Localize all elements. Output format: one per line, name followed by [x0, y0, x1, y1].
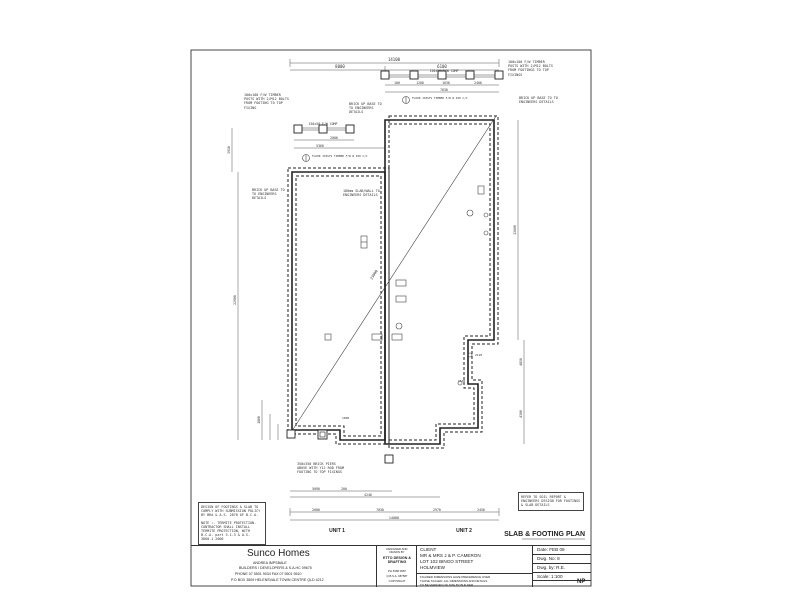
dim-bot-overall-b: 7030: [376, 508, 384, 512]
dim-bot-c: 200: [341, 487, 347, 491]
unit-1-label: UNIT 1: [329, 528, 345, 534]
client-suburb: HOLMVIEW: [420, 565, 446, 570]
client-lot: LOT 102 BINGO STREET: [420, 559, 474, 564]
dim-left-v2: 22900: [233, 295, 237, 305]
designer-phone: PH 5368 0987: [388, 569, 406, 573]
dim-right-v3: 4300: [519, 410, 523, 418]
drawing-date: Date: FEB 09: [537, 547, 565, 552]
dim-bot-b: 4240: [364, 493, 372, 497]
dim-in-c: 1000: [342, 416, 349, 420]
dim-top-left: 8000: [335, 64, 345, 69]
top-dimensions: 14100 8000 6100 150x50 F/W COMP 100 1200…: [289, 57, 500, 93]
client-label: CLIENT: [420, 547, 437, 552]
dim-upper-c: 1630: [442, 81, 450, 85]
dim-top-right: 6100: [437, 64, 447, 69]
designer-name: ETTO DESIGN & DRAFTING: [383, 556, 411, 564]
dim-in-b: 1630: [458, 379, 465, 383]
dim-top-overall: 14100: [388, 57, 401, 62]
dim-left-v1: 3910: [227, 146, 231, 154]
building-outline: [287, 115, 499, 449]
bottom-dimensions: 5090 200 4240 2600 7030 2970 2450 14000: [289, 487, 500, 521]
note-termite: NOTE :- TERMITE PROTECTION. CONTRACTOR S…: [201, 520, 257, 542]
beam-label-left: 150x50 F/W COMP: [309, 122, 338, 126]
dim-upper-d: 2400: [474, 81, 482, 85]
left-porch-posts: 150x50 F/W COMP 2000 5360: [293, 122, 385, 149]
post: [494, 70, 504, 80]
disclaimer-box: FIGURED DIMENSIONS HAVE PREFERENCE OVER …: [417, 573, 532, 588]
company-role: BUILDERS / DEVELOPERS & S.A.HC 09675: [239, 566, 312, 570]
client-name: MR & MRS J & P. CAMERON: [420, 553, 481, 558]
note-brick-left: BRICK UP BASE TO TO ENGINEERS DETAILS: [252, 188, 285, 201]
title-client-cell: CLIENT MR & MRS J & P. CAMERON LOT 102 B…: [417, 546, 533, 587]
designer-header: DESIGNED AND DRAWN BY: [386, 547, 408, 555]
interior-fixtures: [324, 185, 489, 386]
dim-mid-a: 5360: [316, 144, 324, 148]
post: [293, 124, 303, 134]
company-name: Sunco Homes: [247, 548, 310, 559]
dim-bot-a: 5090: [312, 487, 320, 491]
note-dropslab: 180mm SLAB/WALL TO ENGINEERS DETAILS: [343, 189, 380, 198]
dim-in-a: 2000: [330, 136, 338, 140]
note-posts-right: 100x100 F/W TIMBER POSTS WITH 2/M12 BOLT…: [508, 60, 553, 77]
dim-mid-b: 7630: [440, 88, 448, 92]
title-block: Sunco Homes ANDREA IMPSBALE BUILDERS / D…: [191, 545, 591, 587]
title-company-cell: Sunco Homes ANDREA IMPSBALE BUILDERS / D…: [191, 546, 377, 587]
dim-bot-overall-d: 2450: [477, 508, 485, 512]
note-soil: REFER TO SOIL REPORT & ENGINEERS DESIGN …: [521, 495, 581, 508]
dim-bot-overall-a: 2600: [312, 508, 320, 512]
dim-left-v3: 1800: [257, 416, 261, 424]
sheet-code: NP: [577, 579, 586, 585]
note-footings: DESIGN OF FOOTINGS & SLAB TO COMPLY WITH…: [201, 505, 261, 518]
top-right-posts: [380, 70, 504, 80]
note-brick-right: BRICK UP BASE TO TO ENGINEERS DETAILS: [519, 96, 558, 105]
disclaimer-line-2: THOSE SCALED. ALL DIMENSIONS AND DETAILS: [420, 579, 488, 583]
post: [380, 70, 390, 80]
title-designer-cell: DESIGNED AND DRAWN BY ETTO DESIGN & DRAF…: [377, 546, 417, 587]
note-soil-box: REFER TO SOIL REPORT & ENGINEERS DESIGN …: [518, 492, 584, 511]
right-dimensions: 13600 4850 4300 2120 1630: [458, 120, 525, 444]
unit-2-label: UNIT 2: [456, 528, 472, 534]
drawing-number: Dwg. No: 8: [537, 556, 560, 561]
dim-bot-overall-c: 2970: [433, 508, 441, 512]
note-posts-left: 100x100 F/W TIMBER POSTS WITH 2/M12 BOLT…: [244, 93, 289, 110]
dim-diagonal: 23000: [369, 269, 378, 280]
disclaimer-line-1: FIGURED DIMENSIONS HAVE PREFERENCE OVER: [420, 575, 491, 579]
note-brick-mid: BRICK UP BASE TO TO ENGINEERS DETAILS: [349, 102, 382, 115]
dim-upper-a: 100: [394, 81, 400, 85]
dim-small: 2120: [475, 353, 482, 357]
dim-upper-b: 1200: [416, 81, 424, 85]
post: [465, 70, 475, 80]
dim-bottom-total: 14000: [389, 516, 399, 520]
sheet-frame: [190, 49, 592, 587]
bottom-piers: 1000: [286, 416, 394, 464]
designer-reg: Q.B.S.A. 987587: [386, 574, 408, 578]
dim-right-v2: 4850: [519, 358, 523, 366]
drawn-by: Dwg. by: R.E.: [537, 565, 566, 570]
designer-copyright: COPYRIGHT: [388, 579, 406, 583]
disclaimer-line-3: TO BE VERIFIED ON SITE BY BUILDER: [420, 583, 474, 587]
floor-joist-note-left: FLOOR JOISTS TIMBER F/W W 450 C/C: [312, 154, 368, 158]
post: [409, 70, 419, 80]
note-piers: 350x350 BRICK PIERS ABOVE WITH Y12 ROD F…: [297, 462, 344, 475]
floor-joist-markers: FLOOR JOISTS TIMBER F/W W 450 C/C FLOOR …: [302, 96, 468, 162]
company-person: ANDREA IMPSBALE: [253, 561, 287, 565]
drawing-scale: Scale: 1:100: [537, 574, 563, 579]
dim-right-v1: 13600: [513, 225, 517, 235]
post: [437, 70, 447, 80]
left-dimensions: 3910 22900 1800: [227, 128, 279, 440]
plan-heading: SLAB & FOOTING PLAN: [504, 531, 585, 538]
title-info-cell: Date: FEB 09 Dwg. No: 8 Dwg. by: R.E. Sc…: [533, 546, 591, 587]
post: [345, 124, 355, 134]
company-phone: PHONE 07 5501 9034 FAX 07 5501 9510: [235, 572, 302, 576]
company-address: P.O BOX 3509 HELENSVALE TOWN CENTRE QLD …: [231, 578, 324, 582]
floor-joist-note-right: FLOOR JOISTS TIMBER F/W W 450 C/C: [412, 96, 468, 100]
post: [318, 124, 328, 134]
note-footings-box: DESIGN OF FOOTINGS & SLAB TO COMPLY WITH…: [198, 502, 266, 545]
diagonal-dimension-line: [289, 115, 497, 435]
